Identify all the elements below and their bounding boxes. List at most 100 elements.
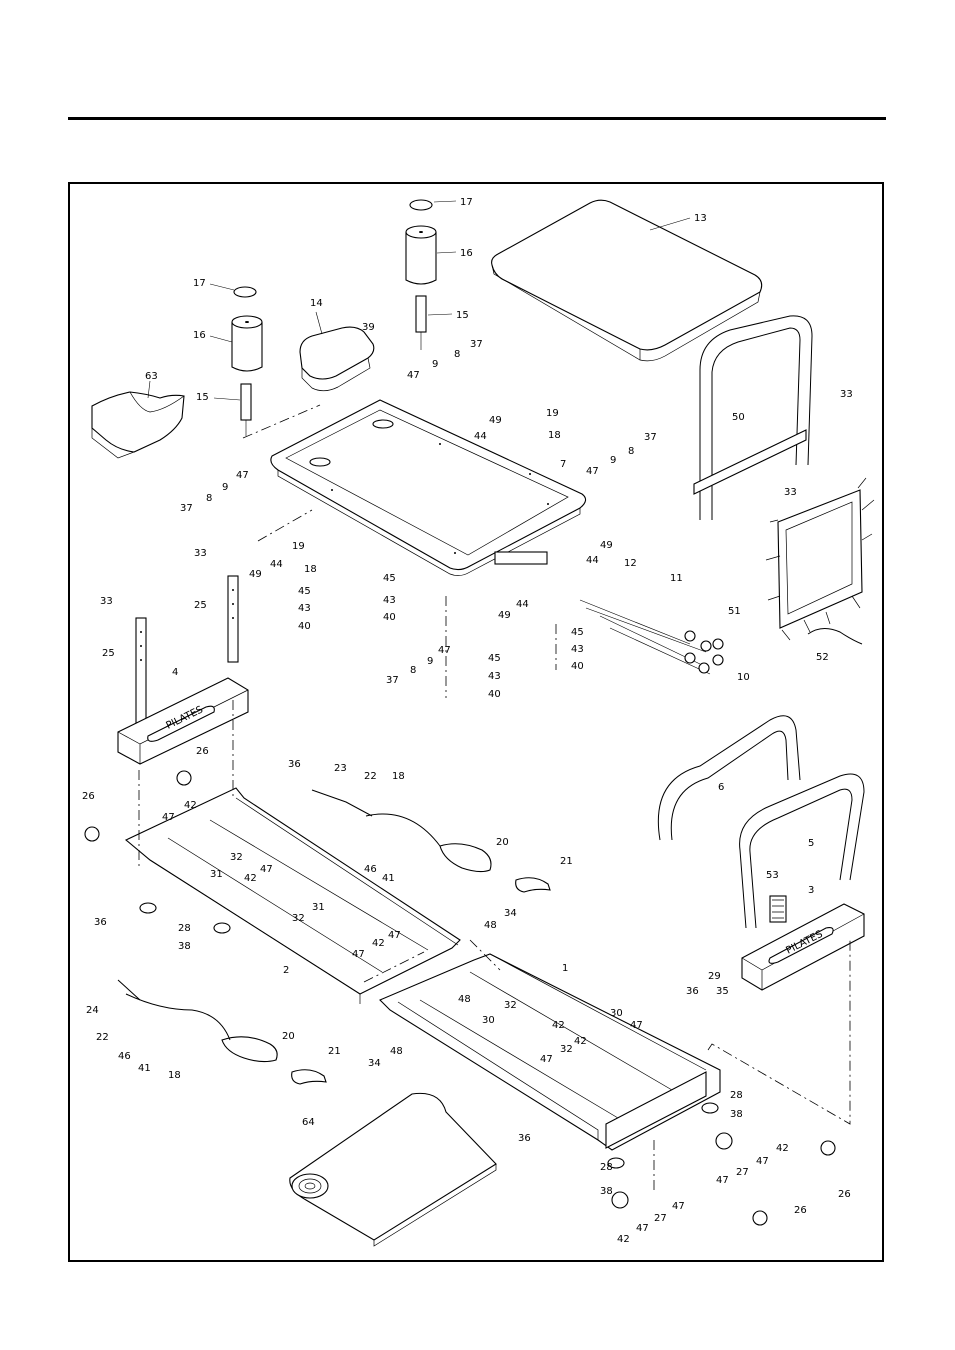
label-39: 39 [362,322,375,333]
diagram-frame [68,182,884,1262]
label-37-d: 37 [386,675,399,686]
part-64-mat-roll [289,1092,497,1247]
label-18-c: 18 [392,771,405,782]
part-7-top-frame [270,399,587,576]
label-26-b: 26 [82,791,95,802]
label-37-b: 37 [644,432,657,443]
label-9-a: 9 [432,359,438,370]
label-19-a: 19 [546,408,559,419]
label-46-a: 46 [364,864,377,875]
label-8-c: 8 [206,493,212,504]
label-48-a: 48 [484,920,497,931]
label-5: 5 [808,838,814,849]
label-33-d: 33 [100,596,113,607]
label-38-a: 38 [178,941,191,952]
label-30-b: 30 [610,1008,623,1019]
label-32-a: 32 [230,852,243,863]
part-6-bar [657,715,801,841]
label-49-d: 49 [498,610,511,621]
part-13-platform-pad [491,199,763,362]
part-21-grip-b [291,1069,327,1085]
label-42-b: 42 [244,873,257,884]
label-45-c: 45 [571,627,584,638]
part-51-net-frame [765,477,875,641]
part-15-post-b [240,383,252,436]
label-33-a: 33 [840,389,853,400]
label-28-a: 28 [178,923,191,934]
label-3: 3 [808,885,814,896]
label-22-a: 22 [364,771,377,782]
label-63: 63 [145,371,158,382]
label-36-d: 36 [518,1133,531,1144]
label-18-a: 18 [548,430,561,441]
label-31-a: 31 [210,869,223,880]
label-43-c: 43 [571,644,584,655]
label-53: 53 [766,870,779,881]
label-48-b: 48 [458,994,471,1005]
part-10-11-12-pulleys [579,599,724,675]
label-32-c: 32 [504,1000,517,1011]
label-26-d: 26 [794,1205,807,1216]
label-47-e: 47 [162,812,175,823]
label-37-a: 37 [470,339,483,350]
label-44-b: 44 [586,555,599,566]
label-38-b: 38 [730,1109,743,1120]
part-50-u-bar [693,315,813,520]
part-17-cap-a [409,199,433,211]
label-51: 51 [728,606,741,617]
label-8-d: 8 [410,665,416,676]
label-17-a: 17 [460,197,473,208]
label-40-c: 40 [571,661,584,672]
assembly-guide-lines [138,404,851,1192]
label-50: 50 [732,412,745,423]
label-8-a: 8 [454,349,460,360]
label-18-d: 18 [168,1070,181,1081]
label-45-a: 45 [298,586,311,597]
label-12: 12 [624,558,637,569]
label-22-b: 22 [96,1032,109,1043]
label-30-a: 30 [482,1015,495,1026]
label-36-a: 36 [288,759,301,770]
label-47-k: 47 [756,1156,769,1167]
part-20-strap-b [221,1036,278,1063]
label-31-b: 31 [312,902,325,913]
label-29: 29 [708,971,721,982]
part-52-cord [807,628,863,645]
header-rule [68,117,886,120]
label-44-d: 44 [516,599,529,610]
label-28-b: 28 [730,1090,743,1101]
label-47-a: 47 [407,370,420,381]
part-16-roller-b [231,315,263,372]
part-18-cord-a [311,789,441,847]
label-25-b: 25 [102,648,115,659]
label-6: 6 [718,782,724,793]
label-28-c: 28 [600,1162,613,1173]
label-18-b: 18 [304,564,317,575]
label-16-a: 16 [460,248,473,259]
label-49-a: 49 [489,415,502,426]
label-47-n: 47 [636,1223,649,1234]
label-38-c: 38 [600,1186,613,1197]
label-23: 23 [334,763,347,774]
label-15-a: 15 [456,310,469,321]
label-13: 13 [694,213,707,224]
label-42-d: 42 [552,1020,565,1031]
label-44-c: 44 [270,559,283,570]
label-26-c: 26 [838,1189,851,1200]
label-24: 24 [86,1005,99,1016]
label-47-l: 47 [716,1175,729,1186]
part-20-strap-a [439,843,492,873]
label-47-f: 47 [260,864,273,875]
part-53-label [769,895,787,923]
part-25-post-b [227,575,239,663]
label-46-b: 46 [118,1051,131,1062]
label-47-m: 47 [672,1201,685,1212]
part-2-left-rail [124,787,461,1004]
label-41-a: 41 [382,873,395,884]
label-47-b: 47 [586,466,599,477]
label-19-b: 19 [292,541,305,552]
label-21-a: 21 [560,856,573,867]
part-14-head-pad [299,326,375,392]
label-42-e: 42 [574,1036,587,1047]
